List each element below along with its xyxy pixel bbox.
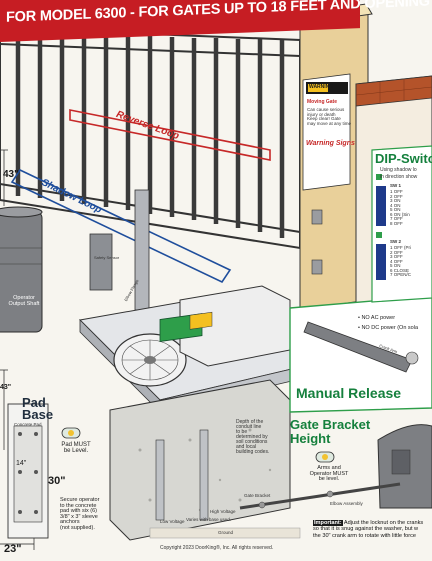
manual-note-ac: • NO AC power (358, 315, 396, 321)
warning-moving-gate: Moving Gate (307, 99, 338, 105)
elbow-assembly-label: Elbow Assembly (330, 501, 363, 506)
pad-secure-note: Secure operator to the concrete pad with… (60, 497, 120, 531)
manual-note-dc: • NO DC power (On sola (358, 325, 418, 331)
dimension-43-top: 43" (3, 169, 19, 180)
conduit-note-line: soil conditions (236, 439, 268, 445)
important-label: Important: (313, 520, 343, 526)
conduit-depth-note: Depth of the conduit line to be determin… (236, 420, 278, 455)
gate-bracket-title-2: Height (290, 431, 331, 446)
drive-wheel (113, 333, 187, 387)
dip-row: 6 ON (Sin (390, 211, 410, 217)
control-board-housing (159, 285, 291, 367)
dip-row: 5 ON (390, 263, 401, 268)
high-voltage-label: High Voltage (210, 509, 236, 514)
dip-row: 7 OFF (390, 216, 403, 221)
dip-sub-1: Using shadow lo (380, 167, 417, 173)
gate-bracket-title-1: Gate Bracket (290, 417, 371, 432)
secure-note-line: pad with six (6) (60, 508, 97, 514)
conduit-note-line: conduit line (236, 424, 262, 430)
warning-title: WARNING (309, 84, 334, 90)
operator-post (89, 189, 150, 311)
warning-body-line: Can cause serious (307, 107, 345, 112)
dimension-lines (0, 149, 35, 550)
pad-base-title-2: Base (22, 407, 54, 422)
important-text-1: Adjust the locknut on the cranks (343, 520, 424, 526)
dimension-30: 30" (48, 475, 66, 487)
dip-sub-2: in direction show (380, 174, 418, 180)
warning-signs-label: Warning Signs (306, 140, 355, 147)
copyright: Copyright 2023 DoorKing®, Inc. All right… (160, 545, 274, 551)
dip-row: 1 OFF (390, 189, 403, 194)
dip-row: 2 OFF (390, 249, 403, 255)
dip-row: 5 ON (390, 207, 401, 212)
dip-row: 3 ON (390, 198, 401, 203)
pad-level-note: Pad MUST be Level. (61, 442, 91, 454)
dip-sw2-rows: 1 OFF (Pri 2 OFF 3 OFF 4 OFF 5 ON 6 CLOS… (390, 245, 412, 278)
conduit-note-line: to be (236, 429, 248, 435)
concrete-pad-label: Concrete Pad (14, 422, 42, 427)
secure-note-line: (not supplied). (60, 524, 95, 531)
gate-bracket-label: Gate Bracket (244, 493, 271, 498)
warning-sign (302, 73, 351, 191)
operator-housing-left (0, 206, 43, 333)
secure-note-line: anchors (60, 519, 80, 525)
conduit-note-line: determined by (236, 434, 268, 440)
dimension-14: 14" (16, 460, 27, 467)
level-icon-pad (61, 427, 81, 439)
dip-row: 6 CLOSE (390, 267, 410, 273)
dip-row: 8 OFF (390, 220, 403, 226)
dip-row: 7 OPEN/C (390, 272, 412, 277)
pad-base-diagram (7, 403, 49, 539)
manual-release-title: Manual Release (296, 385, 402, 401)
dip-row: 4 OFF (390, 258, 403, 264)
reverse-loop (69, 109, 271, 161)
varies-label: Varies with base used. (186, 517, 231, 522)
operator-output-label: Operator Output Shaft (8, 295, 40, 307)
dip-switch-panel (371, 145, 432, 303)
dip-sw1-label: SW 1 (390, 183, 402, 188)
secure-note-line: to the concrete (60, 502, 97, 509)
conduit-note-line: and local (236, 444, 257, 450)
dip-switch-title: DIP-Switc (375, 151, 432, 166)
dip-row: 2 OFF (390, 193, 403, 199)
safety-sensor-label: Safety Sensor (94, 255, 120, 260)
important-note: Important: Adjust the locknut on the cra… (313, 520, 432, 539)
dip-row: 3 OFF (390, 254, 403, 259)
ground-strip (149, 527, 301, 539)
warning-body-line: injury or death (307, 111, 336, 117)
ground-label: Ground (218, 530, 234, 535)
warning-body-line: may move at any time (307, 120, 352, 126)
concrete-pad (109, 379, 291, 541)
important-text-3: the 30" crank arm to rotate with little … (313, 532, 417, 539)
low-voltage-label: Low Voltage (160, 519, 185, 524)
warning-body-line: Keep clear! Gate (307, 116, 341, 121)
pad-base-title-1: Pad (22, 395, 46, 410)
secure-note-line: 3/8" x 3" sleeve (60, 513, 98, 520)
dip-row: 1 OFF (Pri (390, 245, 411, 250)
operator-housing-right (377, 424, 432, 509)
conduit-note-line: Depth of the (236, 419, 264, 425)
bracket-level-note: Arms and Operator MUST be level. (309, 465, 349, 482)
dip-sw2-label: SW 2 (390, 239, 402, 244)
important-text-2: so that it is snug against the washer, b… (313, 526, 419, 533)
warning-body: Can cause serious injury or death Keep c… (307, 107, 352, 126)
dip-row: 4 ON (390, 202, 401, 208)
dimension-23: 23" (4, 543, 22, 555)
gate-frame (0, 26, 301, 250)
secure-note-line: Secure operator (60, 497, 100, 503)
conduit-note-line: building codes. (236, 449, 270, 455)
dip-sw1-rows: 1 OFF 2 OFF 3 ON 4 ON 5 ON 6 ON (Sin 7 O… (390, 189, 410, 226)
level-icon-arms (315, 451, 335, 463)
gate-bracket-arm (239, 482, 401, 510)
dimension-43-side: 43" (0, 384, 12, 391)
